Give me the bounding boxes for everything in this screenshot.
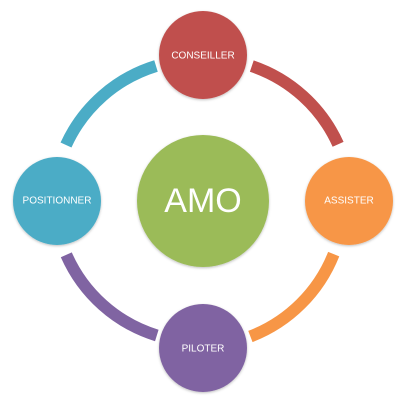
node-piloter-label: PILOTER [182, 344, 225, 355]
connector-assister-piloter [248, 251, 340, 343]
node-conseiller: CONSEILLER [159, 11, 247, 99]
connector-positionner-conseiller [60, 60, 158, 148]
center-circle [137, 135, 269, 267]
node-positionner-label: POSITIONNER [23, 196, 92, 207]
center-node: AMO [137, 135, 269, 267]
node-piloter-circle [159, 304, 247, 392]
center-label: AMO [164, 182, 241, 220]
node-positionner-circle [13, 157, 101, 245]
node-conseiller-circle [159, 11, 247, 99]
node-piloter: PILOTER [159, 304, 247, 392]
node-conseiller-label: CONSEILLER [171, 51, 234, 62]
node-positionner: POSITIONNER [13, 157, 101, 245]
node-assister: ASSISTER [305, 157, 393, 245]
node-assister-circle [305, 157, 393, 245]
connector-piloter-positionner [60, 252, 159, 342]
node-assister-label: ASSISTER [324, 196, 373, 207]
connector-conseiller-assister [249, 60, 344, 147]
